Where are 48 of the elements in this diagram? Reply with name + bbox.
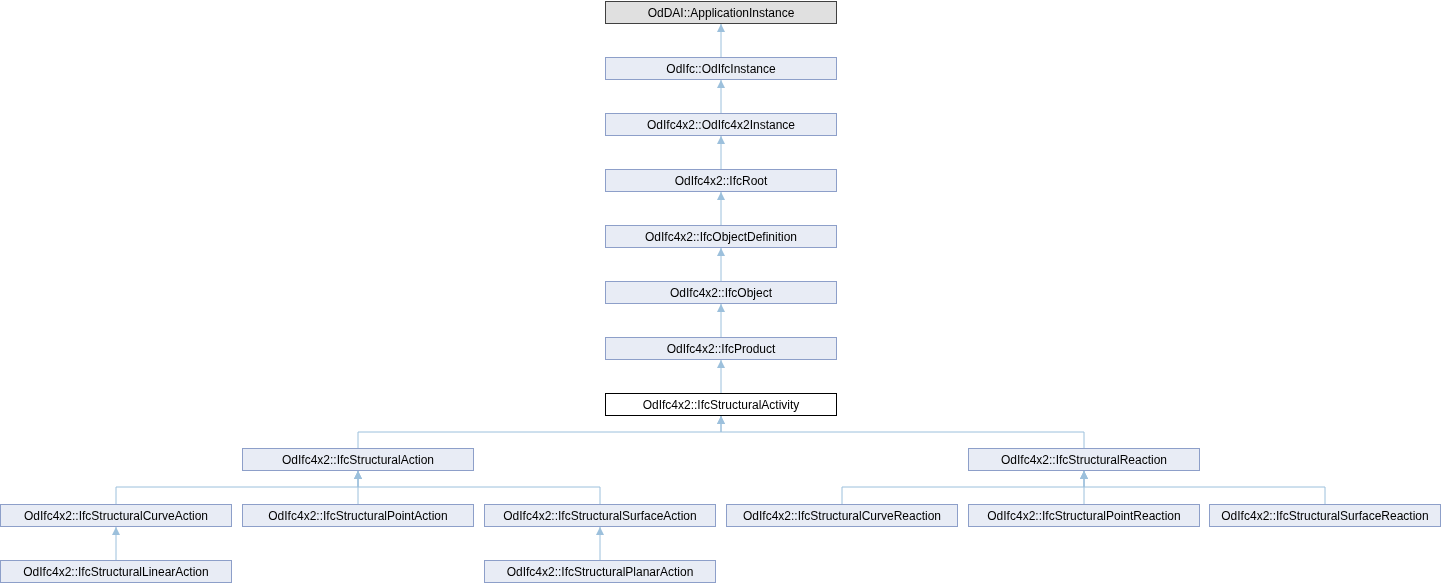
- inheritance-arrow: [717, 303, 725, 338]
- class-box: [605, 169, 837, 192]
- class-box: [242, 448, 474, 471]
- class-box: [0, 560, 232, 583]
- class-name: OdIfc4x2::IfcRoot: [674, 173, 768, 188]
- class-name: OdIfc4x2::IfcObjectDefinition: [644, 229, 798, 244]
- class-box: [605, 393, 837, 416]
- class-box: [968, 448, 1200, 471]
- class-name: OdIfc4x2::IfcStructuralPlanarAction: [506, 564, 694, 579]
- class-box: [726, 504, 958, 527]
- class-name: OdIfc4x2::IfcStructuralActivity: [642, 397, 800, 412]
- class-box: [605, 225, 837, 248]
- inheritance-arrow: [717, 359, 725, 394]
- inheritance-arrow: [1080, 470, 1326, 505]
- class-name: OdIfc4x2::IfcStructuralPointAction: [268, 508, 448, 523]
- class-name: OdIfc4x2::IfcStructuralCurveAction: [23, 508, 209, 523]
- inheritance-arrow: [717, 191, 725, 226]
- inheritance-arrow: [717, 247, 725, 282]
- class-name: OdIfc4x2::IfcProduct: [666, 341, 776, 356]
- class-name: OdDAI::ApplicationInstance: [647, 5, 795, 20]
- inheritance-arrow: [354, 470, 601, 505]
- class-box: [1209, 504, 1441, 527]
- class-name: OdIfc4x2::IfcStructuralSurfaceAction: [503, 508, 697, 523]
- class-box: [0, 504, 232, 527]
- class-box: [605, 281, 837, 304]
- class-box: [968, 504, 1200, 527]
- class-name: OdIfc4x2::IfcStructuralAction: [281, 452, 435, 467]
- class-name: OdIfc4x2::IfcStructuralLinearAction: [23, 564, 209, 579]
- class-box: [484, 560, 716, 583]
- class-box: [605, 1, 837, 24]
- class-box: [605, 113, 837, 136]
- class-box: [605, 337, 837, 360]
- class-name: OdIfc4x2::OdIfc4x2Instance: [646, 117, 796, 132]
- class-box: [605, 57, 837, 80]
- class-name: OdIfc::OdIfcInstance: [666, 61, 776, 76]
- class-box: [484, 504, 716, 527]
- inheritance-arrow: [717, 23, 725, 58]
- class-box: [242, 504, 474, 527]
- class-name: OdIfc4x2::IfcStructuralSurfaceReaction: [1221, 508, 1429, 523]
- inheritance-arrow: [717, 79, 725, 114]
- class-name: OdIfc4x2::IfcStructuralReaction: [1000, 452, 1168, 467]
- inheritance-arrow: [112, 526, 120, 561]
- class-name: OdIfc4x2::IfcStructuralCurveReaction: [742, 508, 942, 523]
- inheritance-arrow: [596, 526, 604, 561]
- inheritance-arrow: [717, 135, 725, 170]
- class-name: OdIfc4x2::IfcStructuralPointReaction: [987, 508, 1181, 523]
- inheritance-arrow: [717, 415, 1085, 449]
- class-name: OdIfc4x2::IfcObject: [669, 285, 772, 300]
